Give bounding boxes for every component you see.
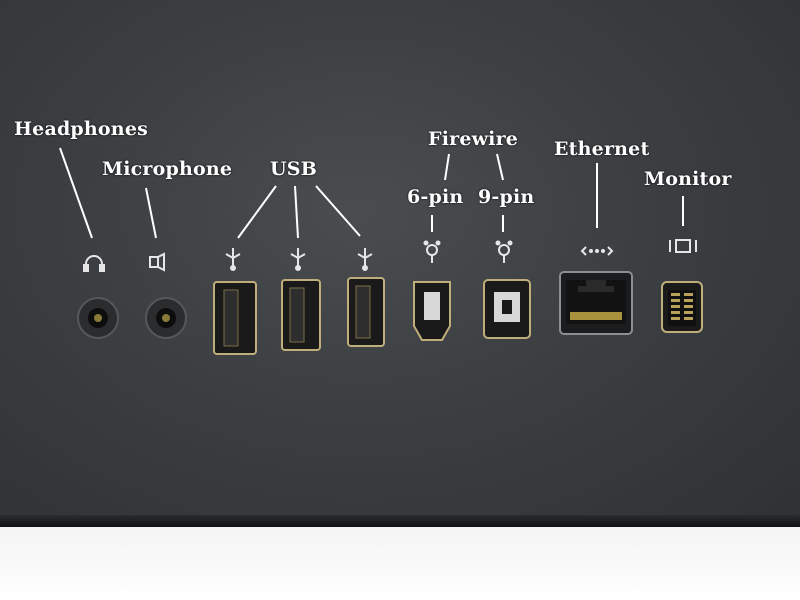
firewire-label: Firewire — [428, 128, 519, 150]
usb-label: USB — [270, 158, 317, 180]
white-surface — [0, 527, 800, 600]
microphone-label: Microphone — [102, 158, 233, 180]
panel-bottom-edge — [0, 515, 800, 527]
firewire-6pin-label: 6-pin — [407, 186, 464, 208]
ethernet-label: Ethernet — [554, 138, 650, 160]
firewire-9pin-label: 9-pin — [478, 186, 535, 208]
headphones-label: Headphones — [14, 118, 149, 140]
monitor-label: Monitor — [644, 168, 732, 190]
computer-back-panel — [0, 0, 800, 525]
